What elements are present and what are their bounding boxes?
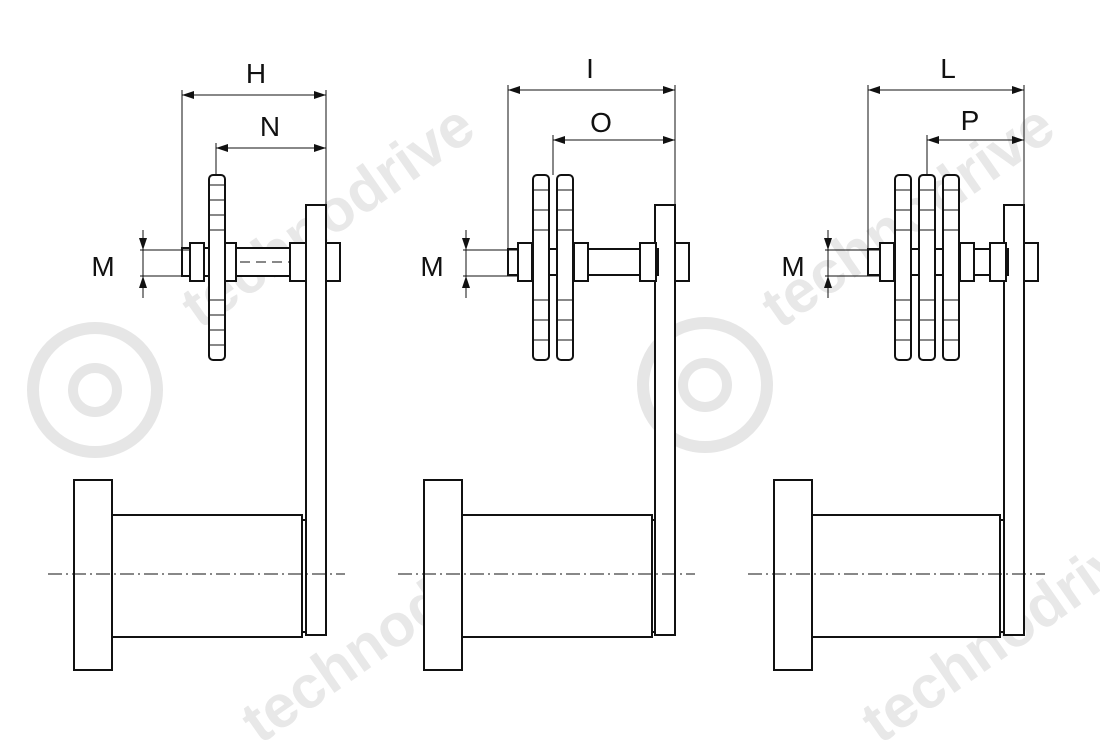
motor-housing-3 — [811, 514, 1001, 638]
motor-flange-3 — [773, 479, 813, 671]
dim-label-m-1: M — [91, 251, 114, 282]
bolt-nut-1 — [289, 242, 307, 282]
dim-label-o: O — [590, 107, 612, 138]
dim-label-m-3: M — [781, 251, 804, 282]
sprocket-2b — [556, 174, 574, 361]
figure-1: H N M — [48, 58, 345, 671]
sprocket-1 — [208, 174, 226, 361]
sprocket-2a — [532, 174, 550, 361]
figure-2: I O M — [398, 53, 695, 671]
bolt-nut-3 — [989, 242, 1007, 282]
tensioner-arm-3 — [1003, 204, 1025, 636]
motor-flange-2 — [423, 479, 463, 671]
dim-label-i: I — [586, 53, 594, 84]
bolt-nut-2 — [639, 242, 657, 282]
figure-3: L P M — [748, 53, 1045, 671]
motor-flange-1 — [73, 479, 113, 671]
dim-label-l: L — [940, 53, 956, 84]
tensioner-arm-1 — [305, 204, 327, 636]
dim-label-p: P — [961, 105, 980, 136]
sprocket-3b — [918, 174, 936, 361]
sprocket-3c — [942, 174, 960, 361]
dim-label-h: H — [246, 58, 266, 89]
sprocket-3a — [894, 174, 912, 361]
tensioner-arm-2 — [654, 204, 676, 636]
motor-housing-1 — [111, 514, 303, 638]
dim-label-n: N — [260, 111, 280, 142]
dim-label-m-2: M — [420, 251, 443, 282]
motor-housing-2 — [461, 514, 653, 638]
